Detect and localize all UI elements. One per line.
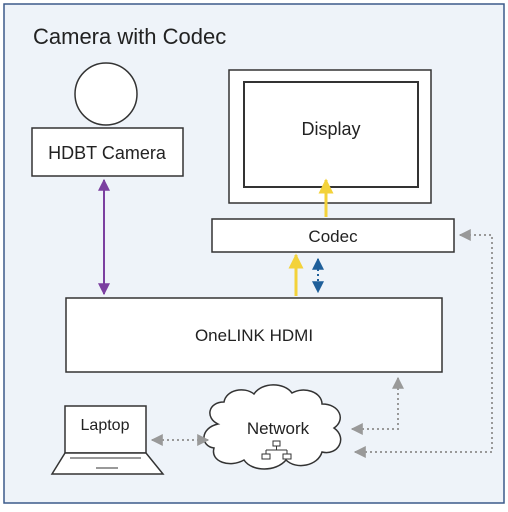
display-monitor: Display bbox=[228, 69, 432, 204]
network-label: Network bbox=[247, 419, 310, 438]
display-label: Display bbox=[301, 119, 360, 139]
hdbt-camera: HDBT Camera bbox=[31, 62, 184, 177]
network-topology-icon bbox=[261, 440, 292, 460]
laptop-node: Laptop bbox=[50, 405, 165, 475]
network-cloud-icon bbox=[203, 384, 342, 470]
onelink-label: OneLINK HDMI bbox=[195, 326, 313, 345]
codec-node: Codec bbox=[211, 218, 455, 253]
camera-lens-icon bbox=[74, 62, 138, 126]
onelink-hdmi-node: OneLINK HDMI bbox=[65, 297, 443, 373]
laptop-label: Laptop bbox=[81, 417, 130, 434]
camera-box bbox=[31, 127, 184, 177]
camera-label: HDBT Camera bbox=[48, 143, 167, 163]
network-node: Network bbox=[203, 384, 342, 470]
diagram-title: Camera with Codec bbox=[33, 24, 226, 49]
laptop-base-icon bbox=[50, 452, 165, 475]
codec-label: Codec bbox=[308, 227, 358, 246]
network-codec-link bbox=[353, 229, 493, 458]
